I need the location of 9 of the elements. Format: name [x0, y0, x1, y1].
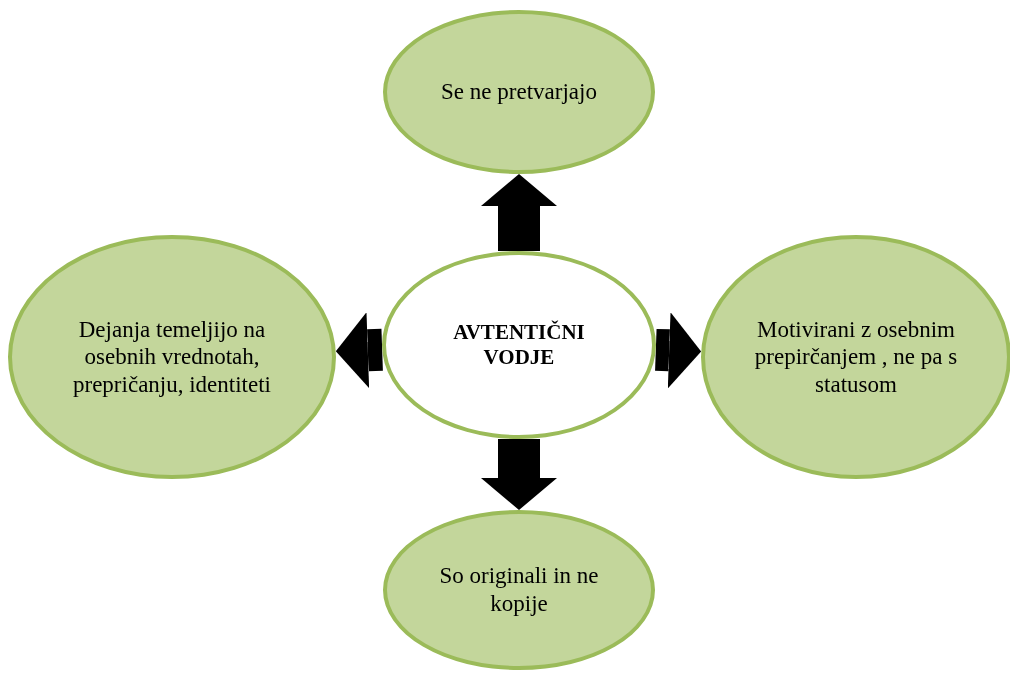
node-text: Dejanja temeljijo na osebnih vrednotah, prepričanju, identiteti: [72, 315, 272, 399]
node-text: Motivirani z osebnim prepirčanjem , ne pa s statusom: [753, 315, 959, 399]
node-text: So originali in ne kopije: [438, 562, 600, 618]
block-arrow: [335, 312, 383, 389]
block-arrow: [655, 312, 702, 389]
block-arrow: [481, 174, 557, 251]
node-text: Se ne pretvarjajo: [441, 78, 597, 106]
node-text: AVTENTIČNI VODJE: [452, 319, 586, 371]
block-arrow: [481, 439, 557, 510]
